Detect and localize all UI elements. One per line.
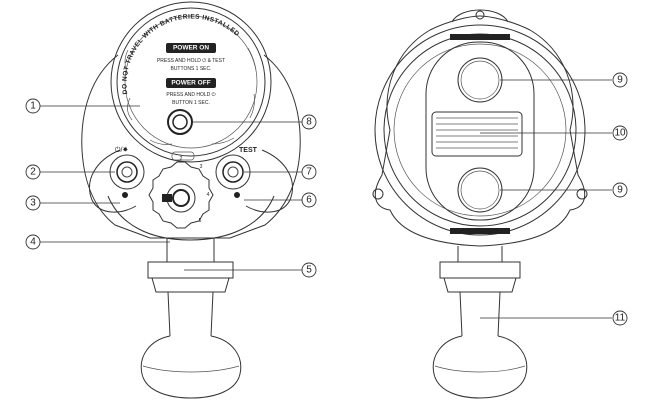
test-button-core	[227, 166, 239, 178]
power-off-line1: PRESS AND HOLD ⏻	[166, 92, 215, 98]
front-body-outline	[81, 54, 301, 239]
callout-4: 4	[25, 234, 41, 250]
svg-text:7: 7	[306, 167, 312, 178]
back-body-outline	[374, 15, 586, 247]
back-ball-joint	[432, 335, 528, 399]
lower-light-inner	[460, 170, 500, 210]
back-right-hole	[576, 188, 588, 200]
front-ball-joint	[140, 335, 242, 399]
power-on-badge	[166, 43, 216, 53]
svg-text:3: 3	[30, 198, 36, 209]
cap-notch	[171, 151, 195, 161]
front-mount-neck	[166, 238, 215, 263]
callout-2: 2	[25, 164, 41, 180]
svg-text:4: 4	[30, 237, 36, 248]
callout-9-upper: 9	[612, 72, 628, 88]
callout-9-lower: 9	[612, 182, 628, 198]
svg-text:6: 6	[306, 195, 312, 206]
right-wing	[245, 149, 293, 213]
svg-text:1: 1	[30, 101, 36, 112]
back-mount-collar	[439, 261, 521, 279]
callout-7: 7	[301, 164, 317, 180]
svg-text:11: 11	[615, 313, 626, 324]
test-button-led	[234, 192, 240, 198]
lower-light	[457, 167, 503, 213]
back-top-tab	[451, 9, 509, 23]
power-off-badge	[166, 78, 216, 88]
power-button-core	[121, 166, 133, 178]
back-bottom-strip	[450, 228, 510, 234]
test-button[interactable]	[222, 161, 244, 183]
back-mount-neck	[457, 246, 503, 263]
test-button-label: TEST	[239, 147, 258, 154]
cap-grip-ridges	[124, 47, 257, 145]
front-ball-band	[142, 365, 240, 373]
power-on-title: POWER ON	[173, 45, 209, 52]
dial-mark-2: 2	[180, 156, 183, 162]
back-ball-arm	[459, 291, 501, 337]
back-top-strip	[450, 34, 510, 40]
back-ball-band	[434, 365, 526, 373]
back-face-ring-3	[393, 43, 567, 217]
power-button-led	[122, 192, 128, 198]
power-off-line2: BUTTON 1 SEC.	[172, 100, 210, 106]
back-top-hole	[475, 10, 485, 20]
callout-8: 8	[301, 114, 317, 130]
callout-3: 3	[25, 195, 41, 211]
callout-11: 11	[612, 310, 628, 326]
dial-mark-3: 3	[200, 164, 203, 170]
left-wing	[89, 149, 137, 213]
back-face-ring-1	[374, 24, 586, 236]
upper-light-inner	[460, 60, 500, 100]
power-button[interactable]	[116, 161, 138, 183]
callout-1: 1	[25, 98, 41, 114]
battery-cap-face	[124, 15, 258, 149]
power-button-label: ⏻/☀	[115, 146, 128, 154]
svg-text:2: 2	[30, 167, 36, 178]
svg-text:9: 9	[617, 75, 623, 86]
upper-light	[457, 57, 503, 103]
svg-text:8: 8	[306, 117, 312, 128]
svg-text:9: 9	[617, 185, 623, 196]
power-off-title: POWER OFF	[171, 80, 210, 87]
back-panel	[425, 41, 535, 221]
flash-window-lines	[436, 117, 518, 149]
back-mount-base	[443, 277, 517, 293]
front-ball-arm	[167, 291, 214, 337]
dial-mark-5: 5	[199, 218, 202, 224]
battery-cap-ring	[116, 7, 266, 157]
svg-text:5: 5	[306, 265, 312, 276]
back-left-hole	[372, 188, 384, 200]
lower-housing	[107, 195, 275, 241]
battery-cap-outer	[110, 1, 272, 163]
callout-10: 10	[612, 125, 628, 141]
sensor-button-inner	[172, 114, 188, 130]
back-view	[372, 9, 588, 399]
front-mount-base	[151, 277, 230, 293]
flash-window	[431, 111, 523, 157]
callout-lines	[40, 79, 612, 319]
svg-text:10: 10	[614, 128, 626, 139]
callout-6: 6	[301, 192, 317, 208]
mode-dial[interactable]	[148, 161, 214, 229]
dial-mark-4: 4	[207, 192, 210, 198]
power-on-line2: BUTTONS 1 SEC.	[170, 66, 211, 72]
power-on-line1: PRESS AND HOLD ⏻ & TEST	[157, 58, 225, 64]
callout-5: 5	[301, 262, 317, 278]
front-mount-collar	[147, 261, 234, 279]
